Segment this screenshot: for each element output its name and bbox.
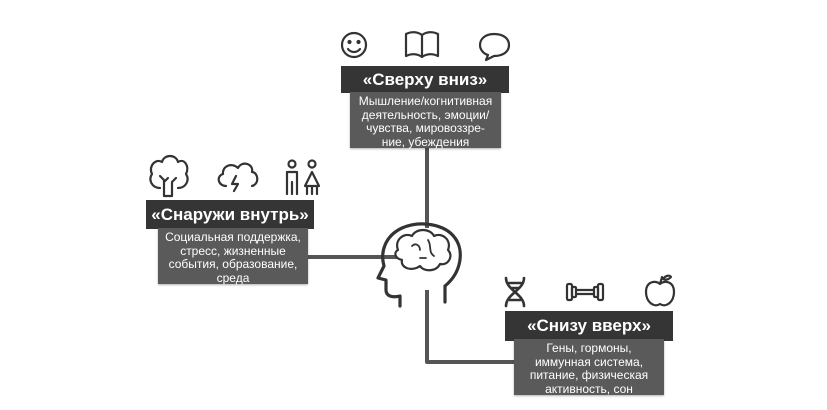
- description-line: питание, физическая: [529, 368, 649, 382]
- book-icon: [404, 31, 440, 59]
- description-line: среда: [216, 270, 250, 285]
- description-line: ние, убеждения: [381, 134, 470, 149]
- speech-bubble-icon: [478, 32, 511, 62]
- description-line: события, образование,: [168, 257, 298, 271]
- people-icon: [285, 159, 321, 196]
- description-line: Социальная поддержка,: [165, 230, 301, 244]
- description-line: Гены, гормоны,: [546, 341, 632, 355]
- head-brain-icon: [376, 222, 462, 308]
- description-line: деятельность, эмоции/: [361, 107, 490, 122]
- top-down-description: Мышление/когнитивная деятельность, эмоци…: [350, 92, 501, 148]
- dna-icon: [504, 276, 526, 308]
- apple-icon: [644, 274, 676, 307]
- description-line: активность, сон: [545, 381, 633, 396]
- top-down-header: «Сверху вниз»: [341, 66, 509, 93]
- bottom-up-header: «Снизу вверх»: [505, 311, 673, 341]
- description-line: чувства, мировоззре-: [366, 121, 485, 135]
- description-line: стресс, жизненные: [180, 243, 286, 258]
- connector-lines: [305, 140, 520, 364]
- description-line: иммунная система,: [534, 354, 644, 369]
- outside-in-title: «Снаружи внутрь»: [151, 204, 309, 224]
- bottom-up-description: Гены, гормоны, иммунная система, питание…: [514, 339, 664, 395]
- tree-icon: [149, 154, 189, 198]
- bottom-up-title: «Снизу вверх»: [527, 316, 651, 335]
- outside-in-header: «Снаружи внутрь»: [146, 200, 314, 229]
- storm-cloud-icon: [217, 162, 259, 193]
- dumbbell-icon: [565, 282, 605, 302]
- description-line: Мышление/когнитивная: [358, 94, 493, 108]
- top-down-title: «Сверху вниз»: [362, 69, 488, 89]
- smiley-icon: [340, 31, 368, 59]
- outside-in-description: Социальная поддержка, стресс, жизненные …: [158, 228, 308, 284]
